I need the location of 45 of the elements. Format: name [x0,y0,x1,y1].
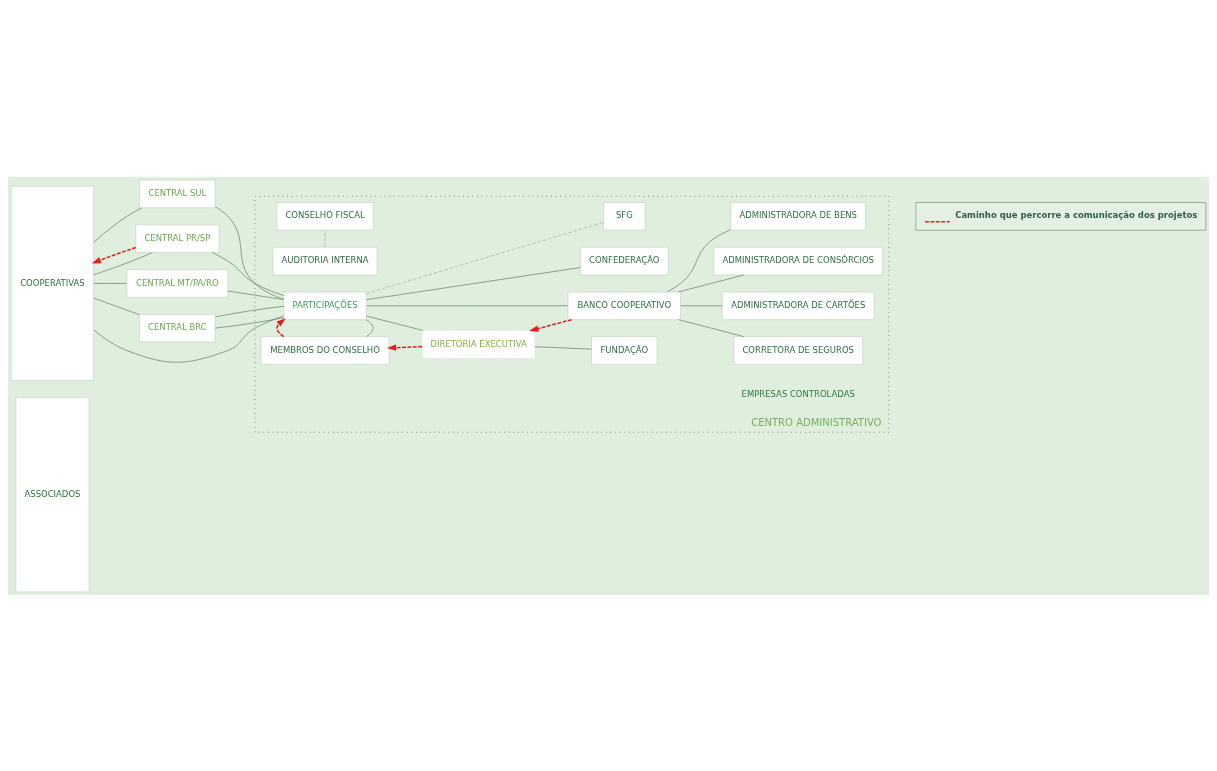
connector [365,318,374,337]
arrow [386,343,423,351]
connector [215,316,285,328]
connector [366,266,581,300]
connector [93,207,143,243]
node-box: ADMINISTRADORA DE CARTÕES [721,291,875,320]
connector [215,305,285,317]
connector [678,274,745,292]
connector [227,290,284,300]
node-box: CORRETORA DE SEGUROS [733,335,863,365]
node-box: ADMINISTRADORA DE BENS [730,201,867,231]
node-box: CENTRAL SUL [139,179,216,208]
legend-label: Caminho que percorre a comunicação dos projetos [955,209,1198,220]
arrow [529,318,573,332]
node-box: BANCO COOPERATIVO [567,291,681,320]
arrow [91,246,137,263]
node-box: CONFEDERAÇÃO [579,246,669,275]
connector [534,345,592,350]
connector [666,228,731,292]
connector [366,304,569,306]
node-box: CENTRAL PR/SP [135,223,220,253]
node-box: CENTRAL BRC [139,313,216,342]
connector [678,318,745,337]
label: EMPRESAS CONTROLADAS [741,388,855,399]
connector [93,297,140,315]
node-box: MEMBROS DO CONSELHO [260,335,390,365]
node-box: ADMINISTRADORA DE CONSÓRCIOS [713,246,884,275]
connector [212,251,284,296]
node-box: DIRETORIA EXECUTIVA [421,329,536,359]
node-box: COOPERATIVAS [10,185,95,381]
connector [680,304,723,306]
node-box: PARTICIPAÇÕES [283,291,367,320]
node-box: AUDITORIA INTERNA [272,246,378,275]
node-box: SFG [603,201,646,231]
arrow [276,317,286,337]
connector [214,205,285,299]
connector [93,251,153,275]
node-box: FUNDAÇÃO [591,335,658,365]
connector [93,315,284,363]
node-box: CONSELHO FISCAL [276,201,374,231]
node-box: CENTRAL MT/PA/RO [126,268,229,298]
connector [93,282,128,284]
connector [365,315,424,331]
node-box: ASSOCIADOS [15,396,90,592]
connector [366,221,604,294]
